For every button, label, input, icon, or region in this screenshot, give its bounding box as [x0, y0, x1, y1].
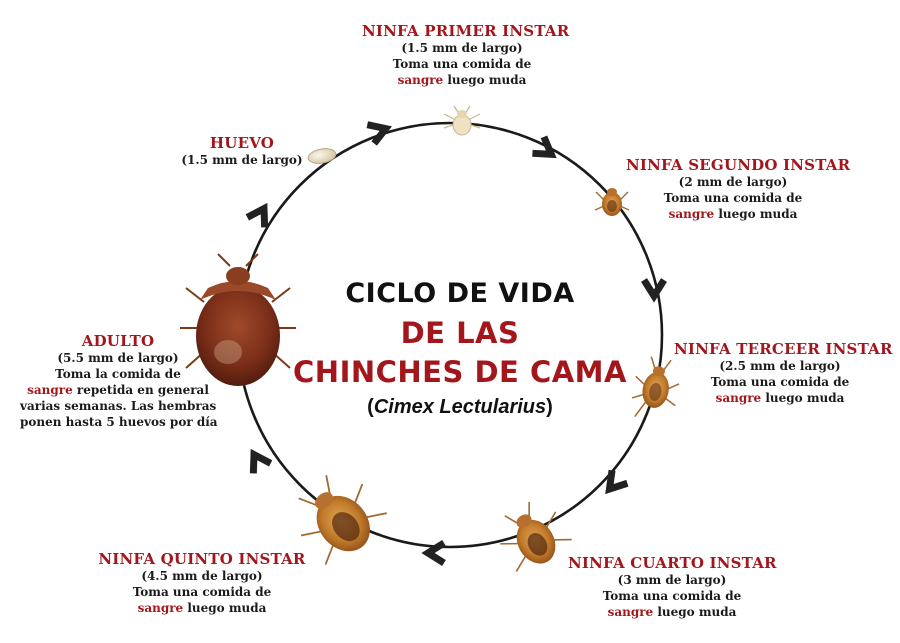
stage-desc-rest: luego muda	[714, 207, 798, 221]
stage-desc-line: sangre luego muda	[98, 600, 306, 616]
bed-bug-icon	[594, 188, 630, 216]
stage-name: NINFA PRIMER INSTAR	[362, 22, 570, 40]
blood-word: sangre	[397, 73, 444, 87]
stage-size: (5.5 mm de largo)	[57, 351, 179, 365]
stage-size: (1.5 mm de largo)	[181, 153, 303, 167]
stage-desc-line: Toma una comida de	[710, 375, 850, 389]
diagram-title-line-1: CICLO DE VIDA	[345, 278, 575, 309]
stage-desc-line: Toma la comida de	[55, 367, 181, 381]
stage-desc-line: Toma una comida de	[602, 589, 742, 603]
stage-size: (2 mm de largo)	[678, 175, 788, 189]
blood-word: sangre	[607, 605, 654, 619]
stage-name: NINFA SEGUNDO INSTAR	[626, 156, 851, 174]
diagram-title-line-2: DE LAS	[400, 316, 520, 350]
cycle-arrow-icon	[421, 540, 446, 566]
stage-desc-rest: luego muda	[761, 391, 845, 405]
stage-label-ninfa-terceer-instar: NINFA TERCEER INSTAR (2.5 mm de largo) T…	[674, 340, 893, 406]
stage-name: NINFA CUARTO INSTAR	[568, 554, 777, 572]
bed-bug-icon	[631, 356, 680, 418]
stage-label-ninfa-cuarto-instar: NINFA CUARTO INSTAR (3 mm de largo) Toma…	[568, 554, 777, 620]
stage-desc-line: Toma una comida de	[392, 57, 532, 71]
scientific-open-paren: (	[367, 396, 374, 418]
stage-name: NINFA QUINTO INSTAR	[98, 550, 306, 568]
stage-size: (4.5 mm de largo)	[141, 569, 263, 583]
bed-bug-icon	[443, 105, 481, 136]
egg-icon	[307, 148, 337, 164]
stage-size: (1.5 mm de largo)	[401, 41, 523, 55]
blood-word: sangre	[27, 383, 73, 397]
stage-desc-rest: luego muda	[183, 601, 267, 615]
scientific-close-paren: )	[546, 396, 553, 418]
scientific-name: (Cimex Lectularius)	[260, 396, 660, 419]
stage-desc-line: ponen hasta 5 huevos por día	[20, 415, 218, 429]
stage-label-ninfa-primer-instar: NINFA PRIMER INSTAR (1.5 mm de largo) To…	[362, 22, 570, 88]
stage-desc-line: sangre repetida en general	[20, 382, 216, 398]
stage-desc-line: sangre luego muda	[568, 604, 776, 620]
stage-name: HUEVO	[209, 134, 275, 152]
blood-word: sangre	[668, 207, 715, 221]
cycle-arrow-icon	[641, 278, 667, 303]
blood-word: sangre	[715, 391, 762, 405]
bed-bug-icon	[500, 501, 572, 572]
stage-label-ninfa-quinto-instar: NINFA QUINTO INSTAR (4.5 mm de largo) To…	[98, 550, 306, 616]
stage-desc-line: sangre luego muda	[362, 72, 562, 88]
stage-size: (3 mm de largo)	[617, 573, 727, 587]
blood-word: sangre	[137, 601, 184, 615]
cycle-arrow-icon	[249, 448, 273, 474]
cycle-arrow-icon	[605, 469, 629, 495]
stage-desc-line: Toma una comida de	[132, 585, 272, 599]
stage-label-adulto: ADULTO (5.5 mm de largo) Toma la comida …	[20, 332, 218, 430]
stage-desc-rest: luego muda	[653, 605, 737, 619]
stage-name: NINFA TERCEER INSTAR	[674, 340, 893, 358]
stage-desc-rest: repetida en general	[72, 383, 209, 397]
stage-desc-line: varias semanas. Las hembras	[20, 399, 217, 413]
stage-desc-rest: luego muda	[443, 73, 527, 87]
cycle-arrow-icon	[245, 202, 269, 228]
stage-desc-line: sangre luego muda	[626, 206, 840, 222]
stage-size: (2.5 mm de largo)	[719, 359, 841, 373]
bed-bug-icon	[180, 253, 296, 386]
cycle-arrow-icon	[532, 135, 557, 159]
stage-label-huevo: HUEVO (1.5 mm de largo)	[172, 134, 312, 168]
scientific-name-text: Cimex Lectularius	[373, 396, 547, 418]
cycle-arrow-icon	[366, 121, 392, 146]
stage-label-ninfa-segundo-instar: NINFA SEGUNDO INSTAR (2 mm de largo) Tom…	[626, 156, 851, 222]
stage-desc-line: Toma una comida de	[663, 191, 803, 205]
stage-name: ADULTO	[81, 332, 155, 350]
stage-desc-line: sangre luego muda	[674, 390, 886, 406]
diagram-title-line-3: CHINCHES DE CAMA	[293, 355, 627, 389]
bed-bug-icon	[298, 475, 387, 565]
